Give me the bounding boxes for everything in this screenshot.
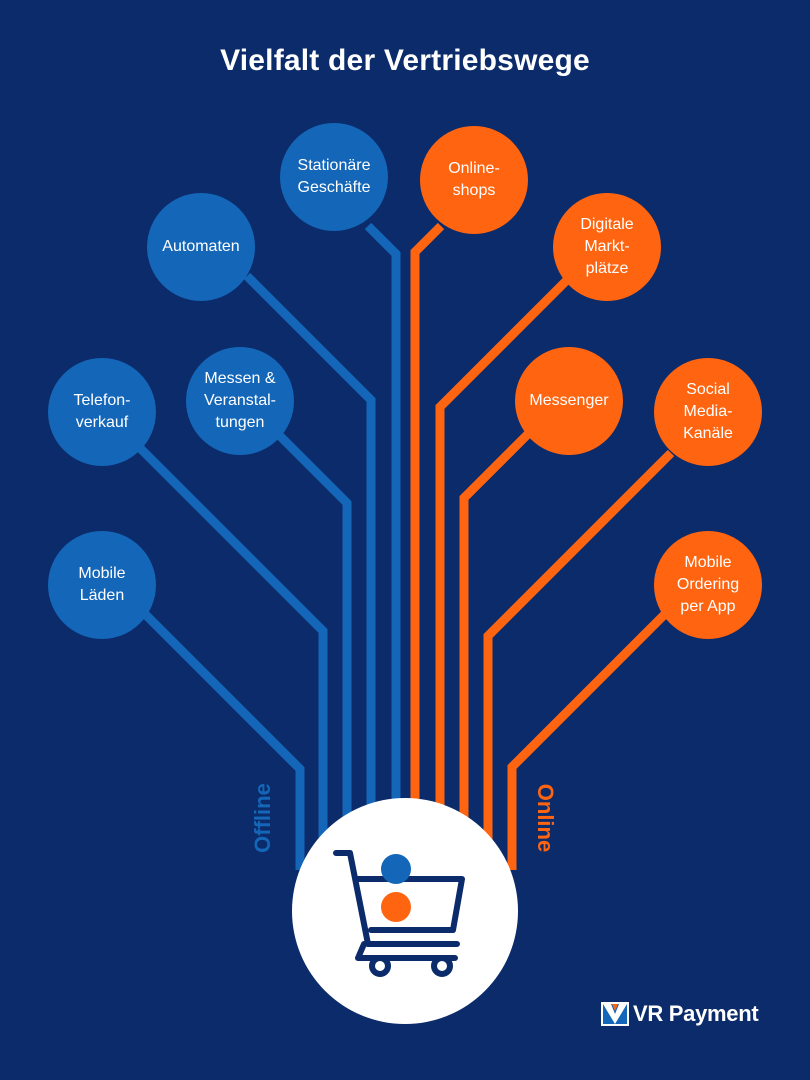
node-mobile-ordering: Mobile Ordering per App [654, 531, 762, 639]
node-automaten: Automaten [147, 193, 255, 301]
connector-line-stationaere-geschaefte [364, 222, 401, 805]
connector-line-social-media [483, 449, 675, 840]
node-telefonverkauf: Telefon- verkauf [48, 358, 156, 466]
node-social-media-kanaele: Social Media- Kanäle [654, 358, 762, 466]
vr-logo-icon [601, 1002, 629, 1026]
connector-line-onlineshops [410, 222, 445, 805]
brand-logo: VR Payment [601, 1001, 759, 1027]
page-title: Vielfalt der Vertriebswege [220, 44, 590, 77]
node-messenger: Messenger [515, 347, 623, 455]
offline-label: Offline [250, 783, 275, 853]
connector-line-messenger [459, 430, 532, 820]
node-mobile-laeden: Mobile Läden [48, 531, 156, 639]
connector-line-mobile-laeden [134, 603, 305, 870]
node-messen-veranstaltungen: Messen & Veranstal- tungen [186, 347, 294, 455]
connector-line-digitale-marktplaetze [435, 276, 571, 805]
node-onlineshops: Online- shops [420, 126, 528, 234]
cart-hub [292, 798, 518, 1024]
connector-line-messen [274, 430, 352, 820]
node-digitale-marktplaetze: Digitale Markt- plätze [553, 193, 661, 301]
online-label: Online [533, 783, 558, 853]
node-stationaere-geschaefte: Stationäre Geschäfte [280, 123, 388, 231]
brand-name: VR Payment [633, 1001, 759, 1026]
connector-line-telefonverkauf [134, 442, 328, 840]
connector-line-automaten [243, 272, 376, 805]
connector-line-mobile-ordering [507, 610, 669, 870]
shopping-cart-icon [333, 850, 465, 977]
